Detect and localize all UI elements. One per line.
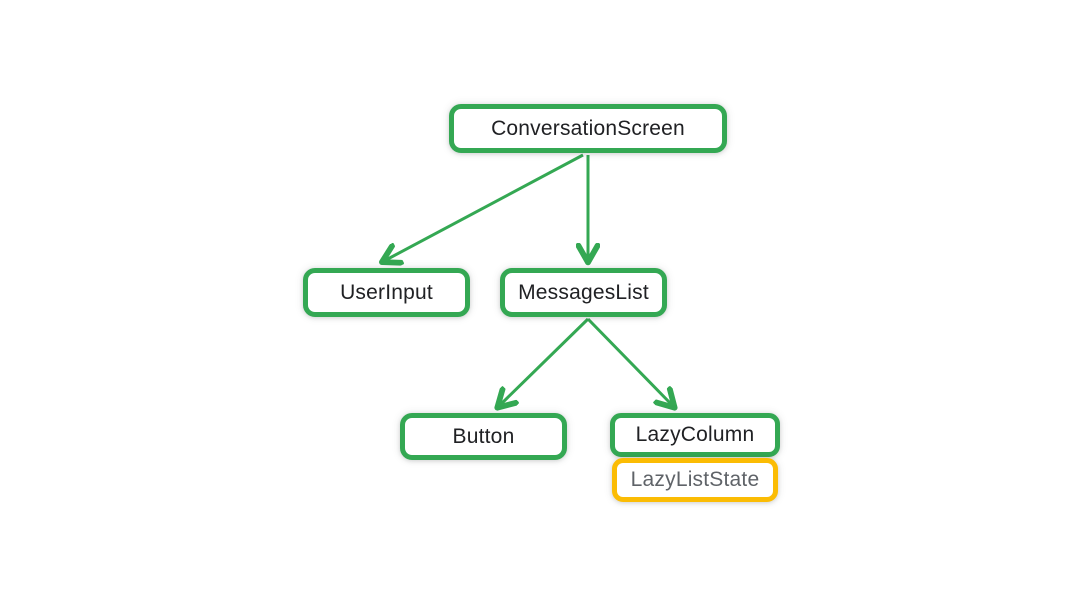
node-conversation-screen-label: ConversationScreen [491,116,685,140]
node-conversation-screen: ConversationScreen [449,104,727,153]
node-lazy-list-state: LazyListState [612,458,778,502]
edge-messageslist-lazycolumn [586,317,673,406]
node-user-input-label: UserInput [340,280,433,304]
node-messages-list-label: MessagesList [518,280,649,304]
node-lazy-list-state-label: LazyListState [630,468,760,491]
edge-messageslist-button [499,317,590,406]
node-user-input: UserInput [303,268,470,317]
node-lazy-column: LazyColumn [610,413,780,457]
node-messages-list: MessagesList [500,268,667,317]
node-button: Button [400,413,567,460]
node-lazy-column-label: LazyColumn [635,423,755,446]
edge-conversationscreen-userinput [384,153,584,261]
node-button-label: Button [452,424,515,448]
